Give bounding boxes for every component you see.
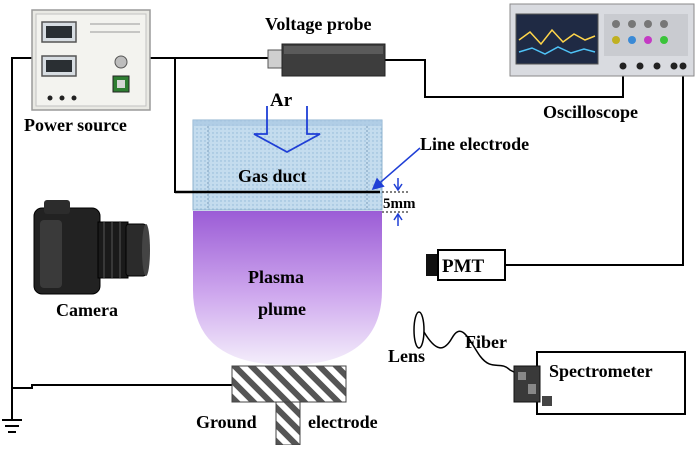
lens-label: Lens: [388, 346, 425, 366]
ground-electrode-label-right: electrode: [308, 412, 378, 432]
plasma-plume-label-line2: plume: [258, 299, 306, 319]
oscilloscope-icon: [509, 3, 695, 77]
photomultiplier-icon: [426, 249, 506, 281]
ground-icon: [2, 419, 22, 433]
plasma-plume-label-line1: Plasma: [248, 267, 304, 287]
probe-icon: [267, 43, 386, 77]
fiber-label: Fiber: [465, 332, 507, 352]
ground-electrode-label-left: Ground: [196, 412, 257, 432]
pmt-label: PMT: [442, 256, 485, 277]
gap-marker: [393, 178, 403, 226]
voltage-probe-label: Voltage probe: [265, 14, 372, 34]
camera-icon: [33, 200, 150, 295]
probe-to-scope-wire: [385, 59, 624, 98]
ground-electrode-stem: [275, 401, 301, 446]
line-electrode-pointer: [371, 147, 421, 190]
pmt-to-scope-wire: [505, 70, 684, 266]
power-source-label: Power source: [24, 115, 127, 135]
plasma-plume: [193, 211, 382, 365]
power-supply-icon: [31, 9, 151, 111]
gap-label: 5mm: [383, 196, 416, 212]
gas-duct-label: Gas duct: [238, 166, 307, 186]
spectrometer-icon: [513, 351, 686, 415]
optical-fiber: [423, 330, 523, 377]
gas-duct: [192, 119, 383, 211]
gas-flow-arrow: [253, 106, 321, 154]
argon-label: Ar: [270, 90, 293, 111]
oscilloscope-label: Oscilloscope: [543, 102, 638, 122]
spectrometer-label: Spectrometer: [549, 361, 653, 381]
ground-wire: [11, 57, 232, 389]
line-electrode-label: Line electrode: [420, 134, 529, 154]
camera-label: Camera: [56, 300, 118, 320]
ground-electrode-plate: [231, 365, 347, 403]
lens-icon: [413, 311, 425, 349]
